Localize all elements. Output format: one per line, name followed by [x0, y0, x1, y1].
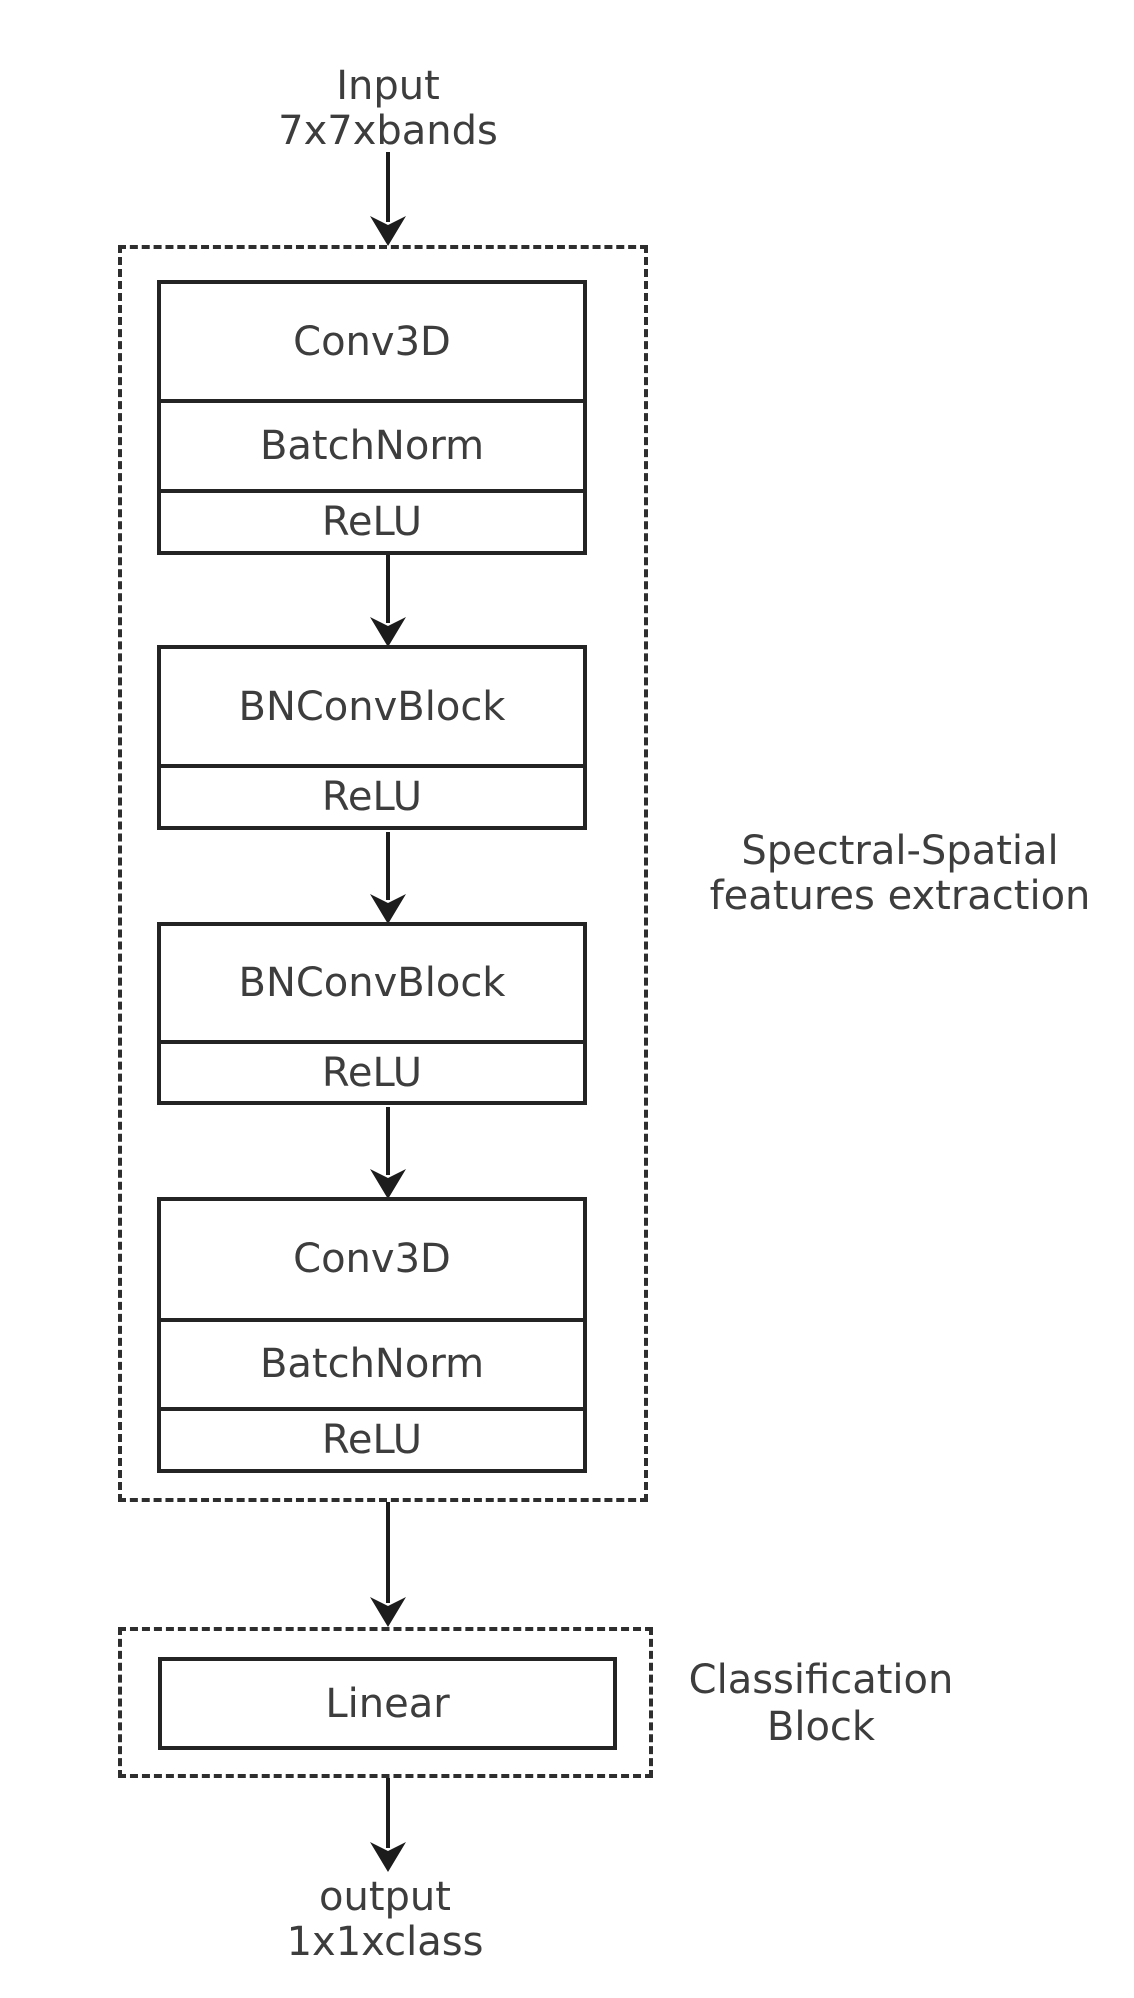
layer-linear: Linear	[325, 1680, 450, 1727]
layer-stack-2: BNConvBlock ReLU	[157, 645, 587, 830]
layer-relu: ReLU	[161, 764, 583, 826]
spectral-spatial-group-box	[118, 245, 648, 1502]
linear-block: Linear	[158, 1657, 617, 1750]
classification-label: Classification Block	[665, 1657, 977, 1751]
layer-conv3d: Conv3D	[293, 1236, 451, 1283]
layer-relu: ReLU	[161, 1040, 583, 1101]
flow-arrow-3	[370, 1107, 406, 1199]
flow-arrow-output	[370, 1778, 406, 1872]
arrow-stem	[386, 1778, 390, 1848]
arrow-stem	[386, 555, 390, 623]
layer-conv3d: Conv3D	[293, 318, 451, 365]
arrow-stem	[386, 152, 390, 222]
arrow-stem	[386, 1107, 390, 1175]
flow-arrow-1	[370, 555, 406, 647]
arrow-stem	[386, 832, 390, 900]
layer-stack-1: Conv3D BatchNorm ReLU	[157, 280, 587, 555]
layer-bnconvblock: BNConvBlock	[238, 683, 506, 730]
output-label: output 1x1xclass	[185, 1875, 585, 1965]
flow-arrow-2	[370, 832, 406, 924]
layer-batchnorm: BatchNorm	[161, 399, 583, 489]
layer-relu: ReLU	[161, 1406, 583, 1469]
output-label-line2: 1x1xclass	[286, 1919, 484, 1965]
arrow-stem	[386, 1502, 390, 1603]
spectral-spatial-label-line1: Spectral-Spatial	[741, 828, 1059, 874]
classification-label-line2: Block	[766, 1704, 876, 1750]
classification-group-box	[118, 1627, 653, 1778]
layer-bnconvblock: BNConvBlock	[238, 960, 506, 1006]
input-label-line2: 7x7xbands	[278, 108, 498, 154]
layer-stack-3: BNConvBlock ReLU	[157, 922, 587, 1105]
layer-relu: ReLU	[161, 489, 583, 551]
spectral-spatial-label: Spectral-Spatial features extraction	[663, 829, 1134, 919]
layer-stack-4: Conv3D BatchNorm ReLU	[157, 1197, 587, 1473]
flow-arrow-input	[370, 152, 406, 246]
input-label: Input 7x7xbands	[188, 64, 588, 154]
output-label-line1: output	[319, 1874, 451, 1920]
layer-batchnorm: BatchNorm	[161, 1317, 583, 1407]
flow-arrow-4	[370, 1502, 406, 1627]
spectral-spatial-label-line2: features extraction	[709, 873, 1091, 919]
input-label-line1: Input	[336, 63, 440, 109]
classification-label-line1: Classification	[688, 1657, 954, 1703]
